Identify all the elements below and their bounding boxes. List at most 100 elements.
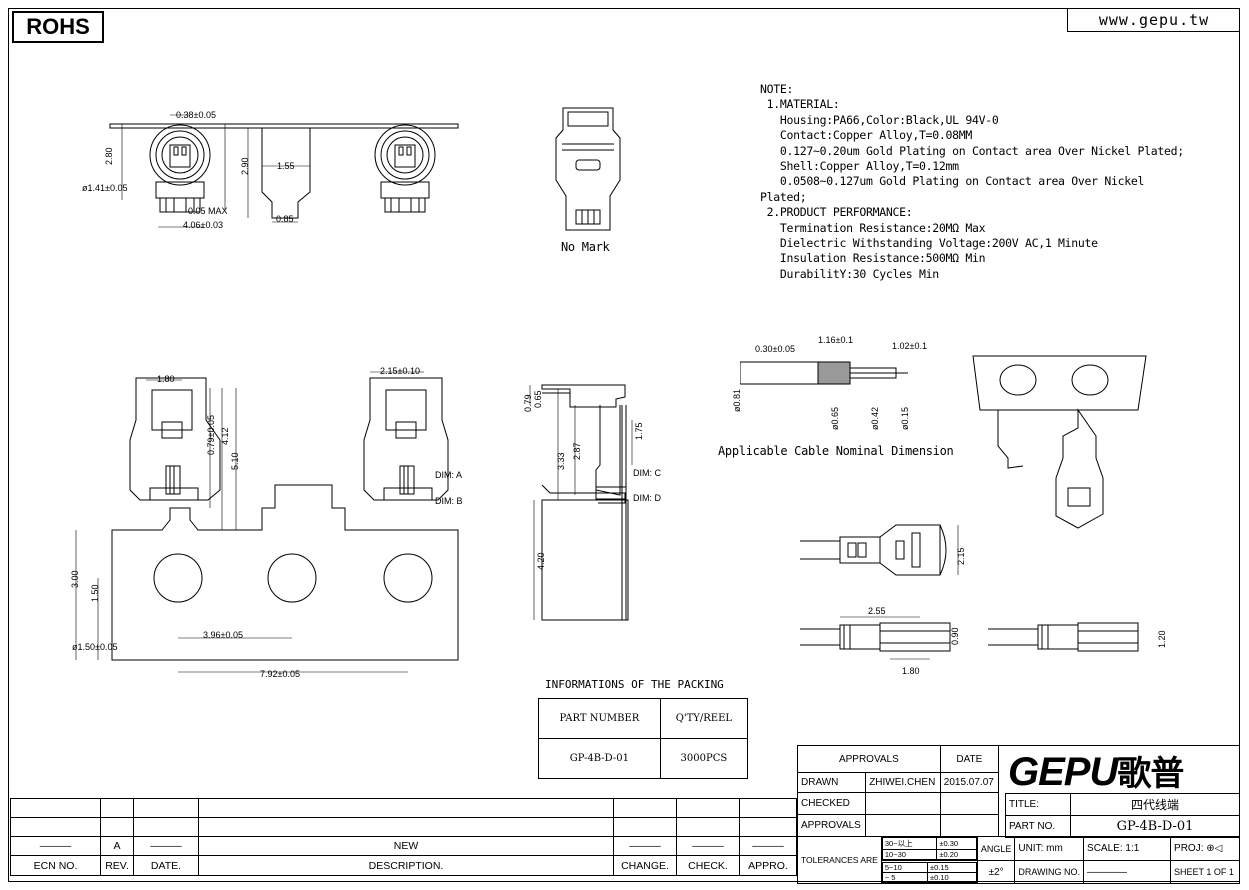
dim-2.15: 2.15±0.10 <box>380 366 420 376</box>
packing-table: PART NUMBER Q'TY/REEL GP-4B-D-01 3000PCS <box>538 698 749 779</box>
side-view <box>529 384 633 621</box>
website-url: www.gepu.tw <box>1067 9 1240 32</box>
date-header-tb: DATE <box>939 745 1000 773</box>
revision-desc: NEW <box>198 836 614 856</box>
note-line: Contact:Copper Alloy,T=0.08MM <box>760 128 972 143</box>
cable-0.65: ø0.65 <box>830 406 840 430</box>
dim-0.79: 0.79±0.05 <box>206 415 216 455</box>
cable-caption: Applicable Cable Nominal Dimension <box>718 444 954 458</box>
dim-1.75: 1.75 <box>634 422 644 440</box>
dim-3.33: 3.33 <box>556 452 566 470</box>
dim-4.12: 4.12 <box>220 427 230 445</box>
housing-top-view <box>555 107 621 231</box>
note-line: 0.0508~0.127um Gold Plating on Contact a… <box>760 174 1145 189</box>
dim-7.92: 7.92±0.05 <box>260 669 300 679</box>
description-header: DESCRIPTION. <box>198 855 614 876</box>
note-line: Housing:PA66,Color:Black,UL 94V-0 <box>760 112 999 127</box>
dim-5.10: 5.10 <box>230 452 240 470</box>
scale-cell: SCALE: 1:1 <box>1083 836 1172 861</box>
dim-4.20: 4.20 <box>536 552 546 570</box>
crimp-side-view-1 <box>800 616 951 660</box>
drawn-label: DRAWN <box>796 772 867 793</box>
dim-d: DIM: D <box>633 493 661 503</box>
rev-header: REV. <box>100 855 134 876</box>
dim-3.00: 3.00 <box>70 570 80 588</box>
checked-label: CHECKED <box>796 792 867 815</box>
dim-2.87: 2.87 <box>572 442 582 460</box>
dim-2.55: 2.55 <box>868 606 886 616</box>
tolerance-table: TOLERANCES ARE 30~以上±0.30 10~30±0.20 ANG… <box>797 836 1240 884</box>
cable-1.16: 1.16±0.1 <box>818 335 853 345</box>
title-label: TITLE: <box>1005 793 1071 816</box>
isometric-view <box>972 355 1147 529</box>
dim-1.20: 1.20 <box>1157 630 1167 648</box>
dim-1.80: 1.80 <box>157 374 175 384</box>
revision-table: ———A———NEW————————— ECN NO. REV. DATE. D… <box>10 798 797 876</box>
dim-1.55: 1.55 <box>277 161 295 171</box>
top-left-view <box>109 114 459 228</box>
dim-0.05: 0.05 MAX <box>188 206 228 216</box>
proj-cell: PROJ: ⊕◁ <box>1170 836 1240 861</box>
rohs-badge: ROHS <box>12 11 104 43</box>
dim-1.41: ø1.41±0.05 <box>82 183 128 193</box>
note-line: 1.MATERIAL: <box>760 97 840 112</box>
cable-0.42: ø0.42 <box>870 406 880 430</box>
cable-0.15: ø0.15 <box>900 406 910 430</box>
dim-ø1.50: ø1.50±0.05 <box>72 642 118 652</box>
crimp-side-view-2 <box>988 622 1139 652</box>
drawing-frame <box>8 8 1240 882</box>
front-view <box>75 371 459 673</box>
approvals-label: APPROVALS <box>796 814 867 837</box>
dim-0.90: 0.90 <box>950 627 960 645</box>
cable-1.02: 1.02±0.1 <box>892 341 927 351</box>
note-line: Dielectric Withstanding Voltage:200V AC,… <box>760 236 1098 251</box>
note-line: Plated; <box>760 189 807 204</box>
title-info-table: TITLE:四代线端 PART NO.GP-4B-D-01 <box>1005 793 1240 838</box>
drawn-by: ZHIWEI.CHEN <box>865 772 941 793</box>
dim-0.85: 0.85 <box>276 214 294 224</box>
no-mark-label: No Mark <box>561 240 610 254</box>
dim-c: DIM: C <box>633 468 661 478</box>
dim-2.90: 2.90 <box>240 157 250 175</box>
partno-label: PART NO. <box>1005 815 1071 838</box>
dim-2.15b: 2.15 <box>956 547 966 565</box>
gepu-logo: GEPU歌普 <box>1008 750 1184 794</box>
cable-diagram <box>740 361 908 385</box>
unit-cell: UNIT: mm <box>1014 836 1085 861</box>
ecn-header: ECN NO. <box>10 855 101 876</box>
cable-0.30: 0.30±0.05 <box>755 344 795 354</box>
note-line: 0.127~0.20um Gold Plating on Contact are… <box>760 143 1184 158</box>
sheet-label: SHEET 1 OF 1 <box>1170 860 1240 884</box>
tolerances-label: TOLERANCES ARE <box>797 836 882 884</box>
angle-label: ANGLE <box>976 836 1016 861</box>
angle-tol: ±2° <box>976 860 1016 884</box>
note-line: NOTE: <box>760 82 794 96</box>
dim-a: DIM: A <box>435 470 463 480</box>
cable-0.81: ø0.81 <box>732 388 742 412</box>
dim-0.79s: 0.79 <box>523 394 533 412</box>
dim-1.50: 1.50 <box>90 584 100 602</box>
appro-header: APPRO. <box>739 855 797 876</box>
dim-3.96: 3.96±0.05 <box>203 630 243 640</box>
packing-part: GP-4B-D-01 <box>538 738 661 779</box>
drawn-date: 2015.07.07 <box>939 772 1000 793</box>
approvals-header: APPROVALS <box>797 745 941 773</box>
packing-header-part: PART NUMBER <box>538 698 661 739</box>
dim-4.06: 4.06±0.03 <box>183 220 223 230</box>
packing-qty: 3000PCS <box>659 738 749 779</box>
change-header: CHANGE. <box>613 855 677 876</box>
dim-0.65s: 0.65 <box>533 390 543 408</box>
drawing-no-label: DRAWING NO. <box>1014 860 1085 884</box>
note-line: DurabilitY:30 Cycles Min <box>760 266 939 281</box>
packing-header-qty: Q'TY/REEL <box>659 698 749 739</box>
notes-block: NOTE: 1.MATERIAL: Housing:PA66,Color:Bla… <box>760 82 1184 282</box>
crimp-top-view <box>800 524 959 576</box>
date-header: DATE. <box>133 855 199 876</box>
dim-2.80: 2.80 <box>104 147 114 165</box>
dim-b: DIM: B <box>435 496 463 506</box>
note-line: Termination Resistance:20MΩ Max <box>760 220 986 235</box>
dim-1.80b: 1.80 <box>902 666 920 676</box>
note-line: Shell:Copper Alloy,T=0.12mm <box>760 159 959 174</box>
note-line: 2.PRODUCT PERFORMANCE: <box>760 205 913 220</box>
